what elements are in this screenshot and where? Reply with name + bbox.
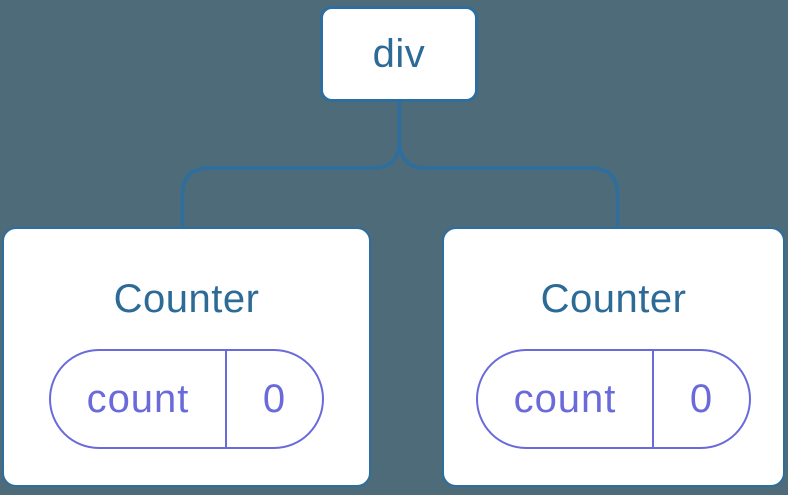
- connector-to-right-child: [397, 100, 620, 229]
- state-key-label: count: [51, 351, 227, 447]
- tree-node-counter-left: Counter count 0: [2, 227, 371, 487]
- root-node-label: div: [372, 31, 426, 76]
- state-pill: count 0: [49, 349, 324, 449]
- tree-node-counter-right: Counter count 0: [442, 227, 785, 487]
- counter-title: Counter: [113, 277, 260, 321]
- counter-title: Counter: [540, 277, 687, 321]
- connector-to-left-child: [180, 100, 402, 229]
- tree-node-div: div: [320, 6, 478, 102]
- state-value: 0: [262, 376, 287, 421]
- state-key-label: count: [478, 351, 654, 447]
- state-pill: count 0: [476, 349, 751, 449]
- state-value: 0: [689, 376, 714, 421]
